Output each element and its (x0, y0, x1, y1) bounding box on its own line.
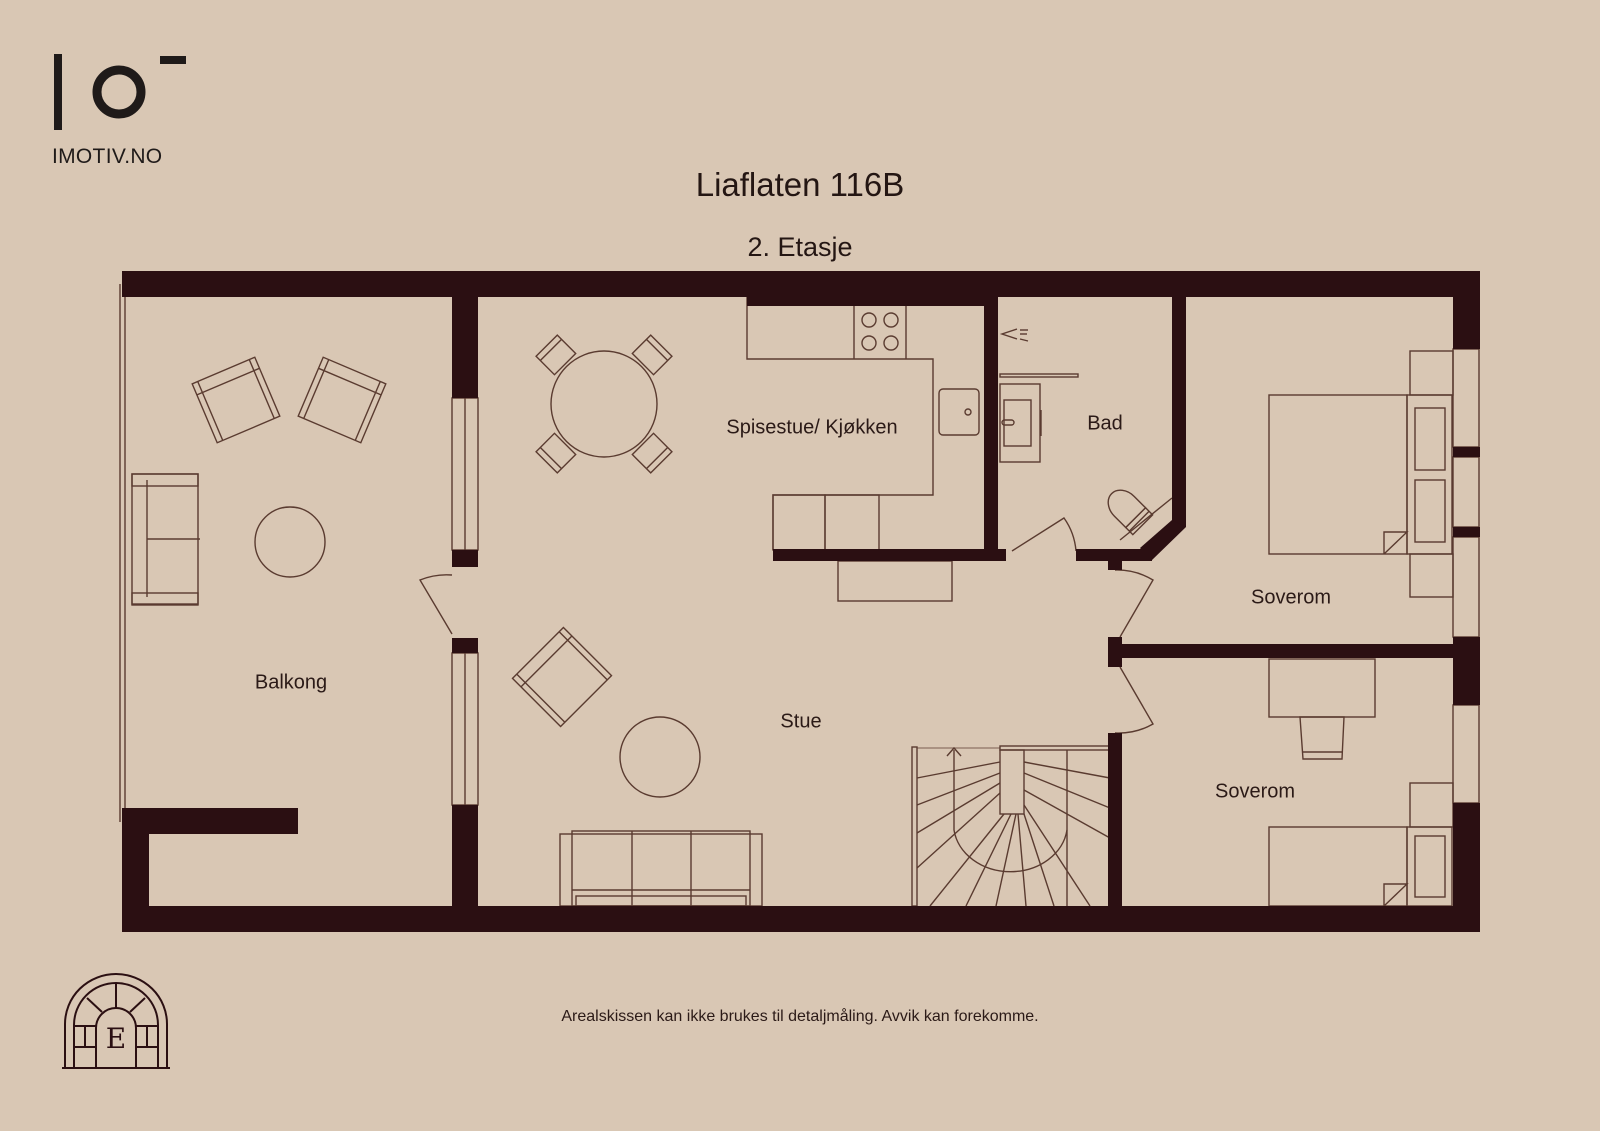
shower-screen (999, 373, 1079, 378)
sofa-icon (559, 830, 763, 907)
floor-label: 2. Etasje (747, 232, 853, 262)
walls (122, 271, 1480, 932)
armchair-icon (297, 356, 387, 444)
stove-icon (861, 312, 899, 351)
shower-icon (999, 328, 1029, 342)
page-title: Liaflaten 116B (695, 166, 905, 203)
single-bed-icon (1268, 782, 1454, 907)
toilet-icon (1107, 489, 1154, 536)
kitchen-island (837, 560, 953, 602)
brand-name: IMOTIV.NO (52, 145, 163, 168)
armchair-icon (191, 356, 281, 444)
balcony-railing (119, 284, 126, 822)
room-label-spisestue-kjokken: Spisestue/ Kjøkken (726, 416, 898, 439)
staircase-icon (911, 745, 1111, 907)
desk-icon (1268, 658, 1376, 760)
round-table-icon (254, 506, 326, 578)
emblem-letter: E (106, 1022, 126, 1055)
armchair-icon (511, 626, 613, 728)
room-label-soverom-2: Soverom (1214, 780, 1296, 803)
imotiv-logo-icon (54, 54, 186, 130)
kitchen-sink-icon (938, 388, 980, 436)
double-bed-icon (1268, 350, 1454, 598)
window-icon (451, 348, 1480, 806)
dining-table-icon (535, 334, 673, 474)
bathroom-sink-icon (999, 383, 1042, 463)
room-label-soverom-1: Soverom (1250, 586, 1332, 609)
room-label-balkong: Balkong (254, 671, 328, 694)
arched-window-emblem-icon: E (62, 973, 170, 1069)
disclaimer-text: Arealskissen kan ikke brukes til detaljm… (561, 1008, 1039, 1025)
room-label-bad: Bad (1087, 412, 1123, 435)
sofa-icon (131, 473, 200, 606)
coffee-table-icon (619, 716, 701, 798)
room-label-stue: Stue (780, 710, 822, 733)
